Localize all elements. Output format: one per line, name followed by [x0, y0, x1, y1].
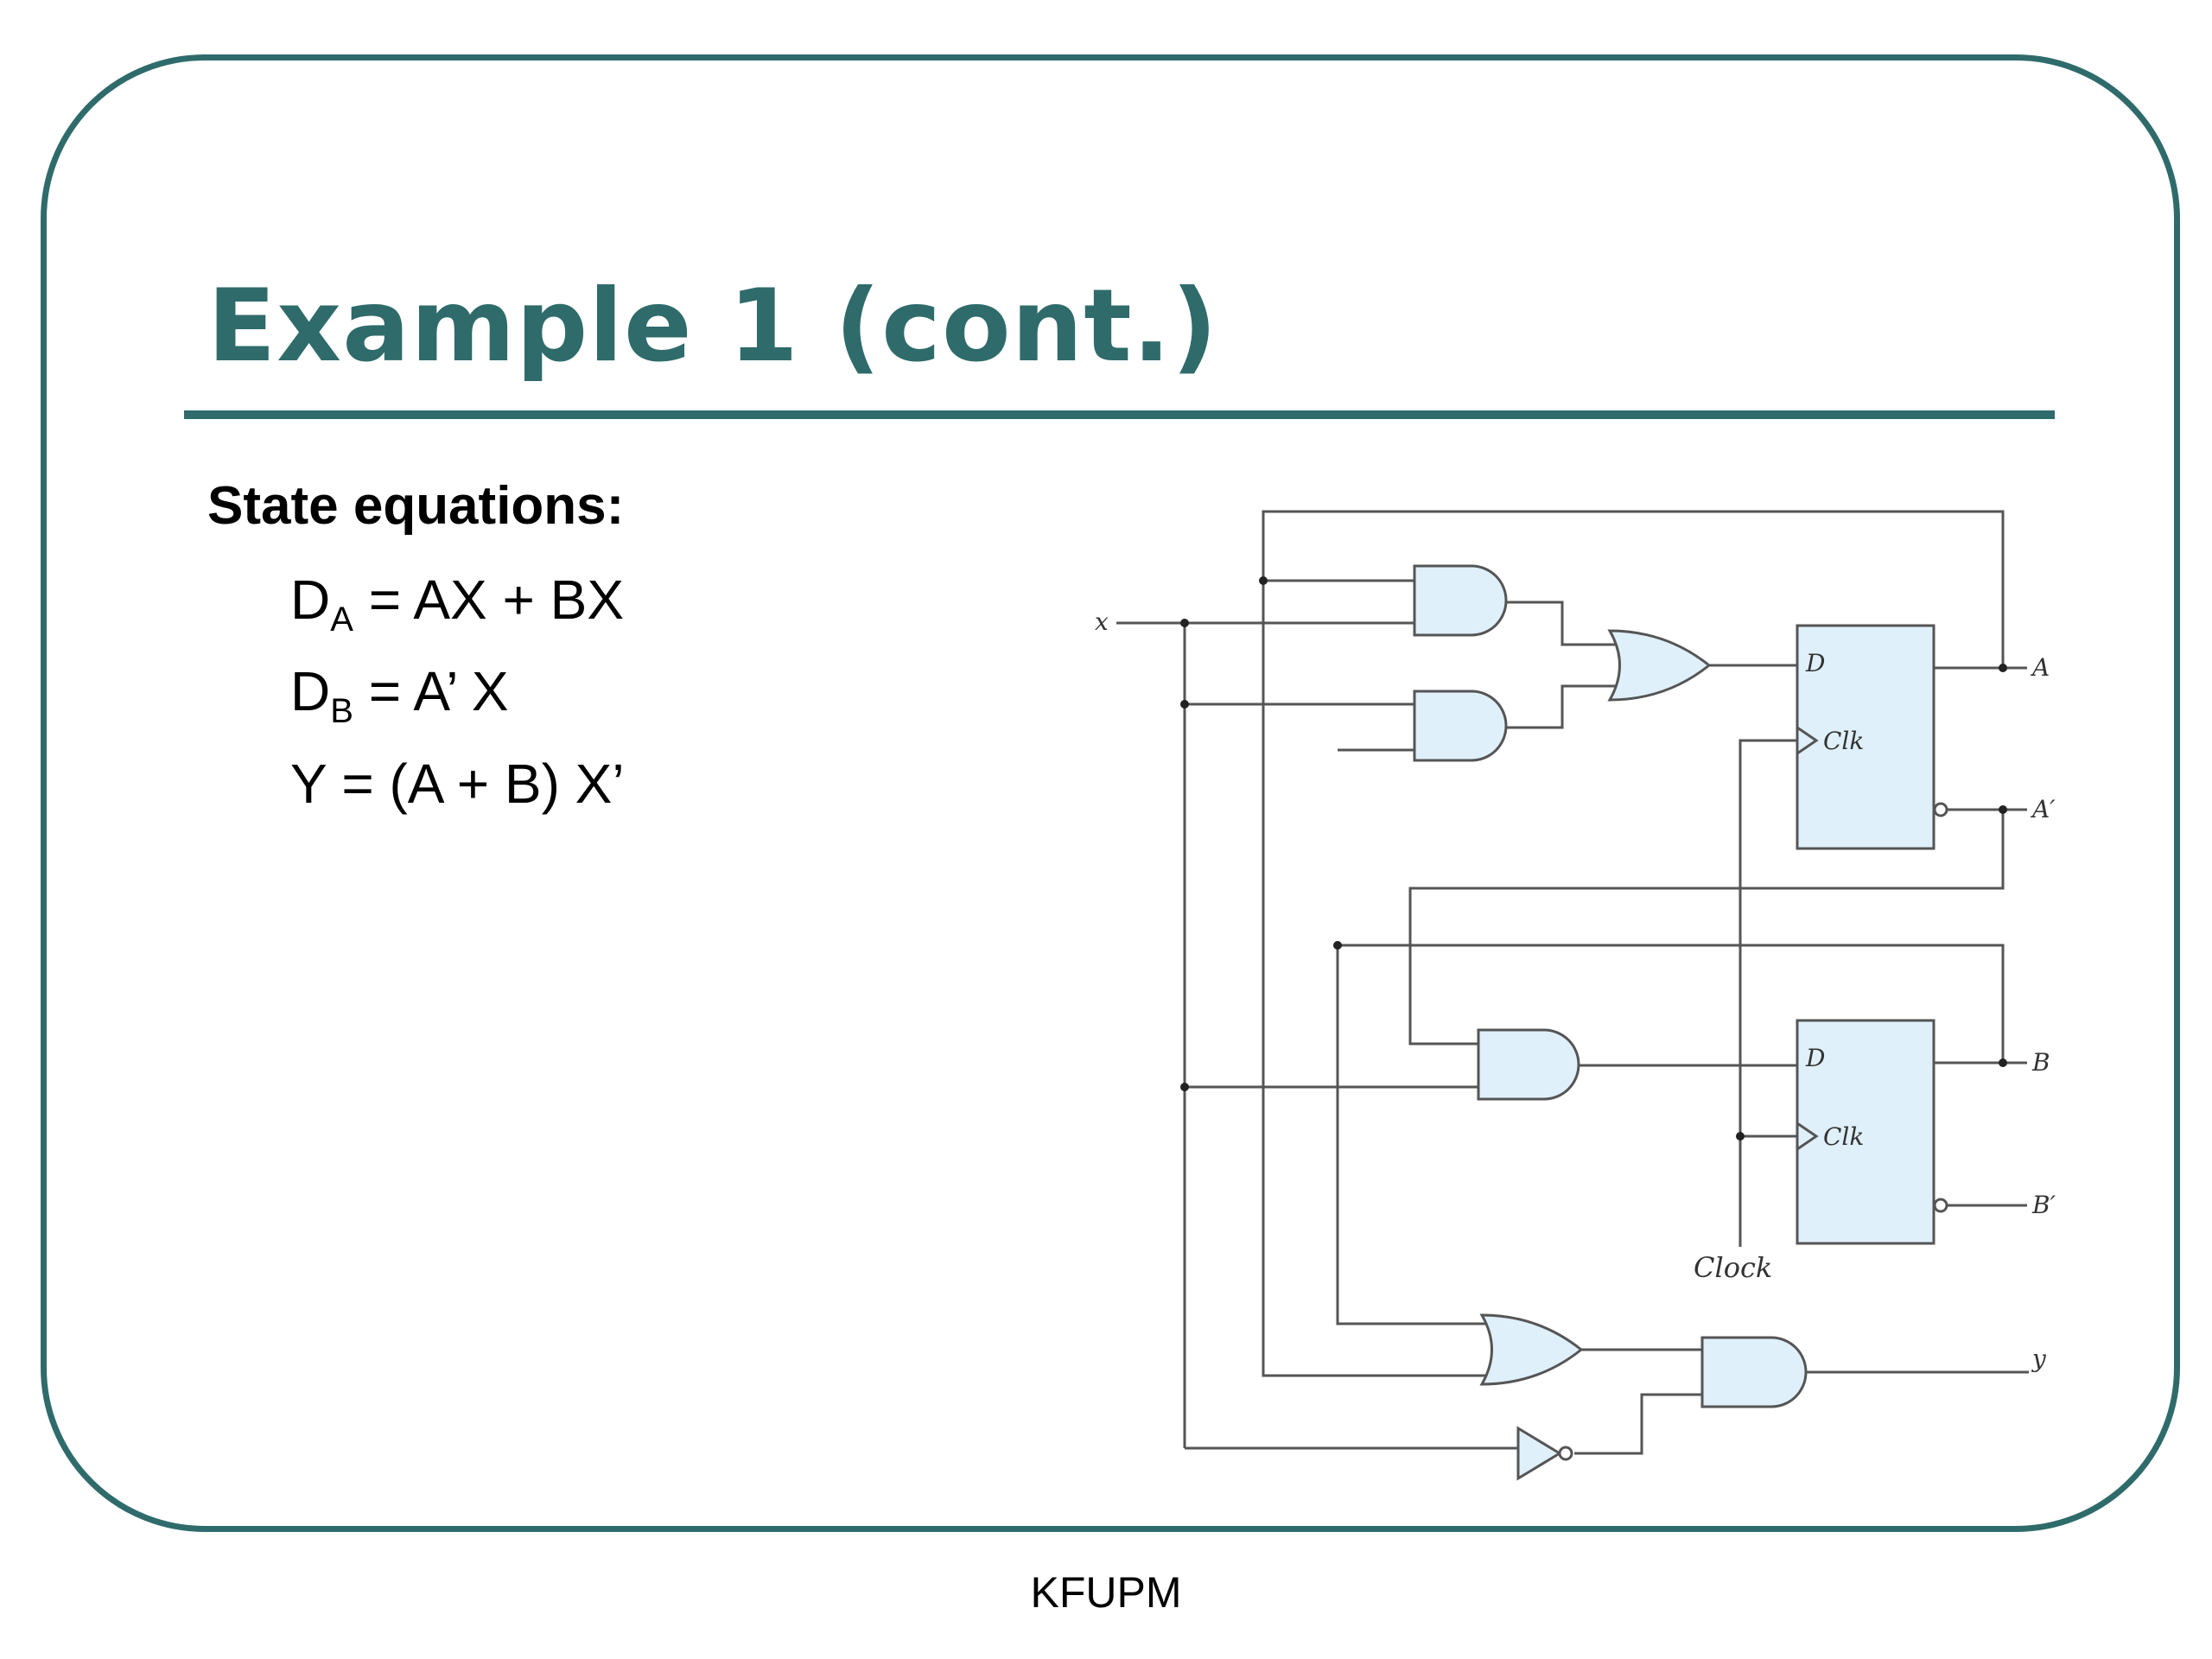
equation-da: DA = AX + BX: [290, 572, 624, 637]
equation-da-rhs: = AX + BX: [353, 569, 624, 631]
or-gate-ab: [1479, 1313, 1584, 1386]
flip-flop-a: D Clk: [1796, 624, 1948, 850]
slide-title: Example 1 (cont.): [207, 268, 1218, 385]
equation-db-lhs: D: [290, 660, 331, 722]
equation-db: DB = A’ X: [290, 664, 509, 728]
section-heading: State equations:: [207, 476, 625, 536]
and-gate-db: [1477, 1028, 1580, 1101]
ff-b-clk-label: Clk: [1823, 1122, 1864, 1151]
ff-a-clk-label: Clk: [1823, 727, 1864, 755]
footer-text: KFUPM: [1030, 1568, 1182, 1617]
flip-flop-b: D Clk: [1796, 1019, 1948, 1245]
and-gate-y: [1700, 1336, 1808, 1408]
ff-b-d-label: D: [1805, 1044, 1825, 1072]
and-gate-bx: [1413, 690, 1508, 762]
ff-a-d-label: D: [1805, 649, 1825, 677]
equation-db-rhs: = A’ X: [353, 660, 509, 722]
output-y-label: y: [2031, 1344, 2047, 1373]
output-a-label: A: [2030, 653, 2050, 682]
equation-da-sub: A: [330, 601, 353, 639]
circuit-junctions: [1180, 576, 2007, 1141]
inverter-gate: [1516, 1426, 1573, 1481]
equation-db-sub: B: [330, 692, 353, 730]
equation-da-lhs: D: [290, 569, 331, 631]
output-a-not-label: A′: [2030, 795, 2056, 823]
output-b-not-label: B′: [2031, 1191, 2056, 1219]
clock-label: Clock: [1694, 1251, 1772, 1284]
or-gate-da: [1607, 629, 1712, 702]
input-x-label: x: [1095, 607, 1109, 636]
title-underline: [184, 410, 2055, 419]
equation-y: Y = (A + B) X’: [290, 753, 625, 815]
and-gate-ax: [1413, 564, 1508, 637]
output-b-label: B: [2031, 1048, 2050, 1077]
